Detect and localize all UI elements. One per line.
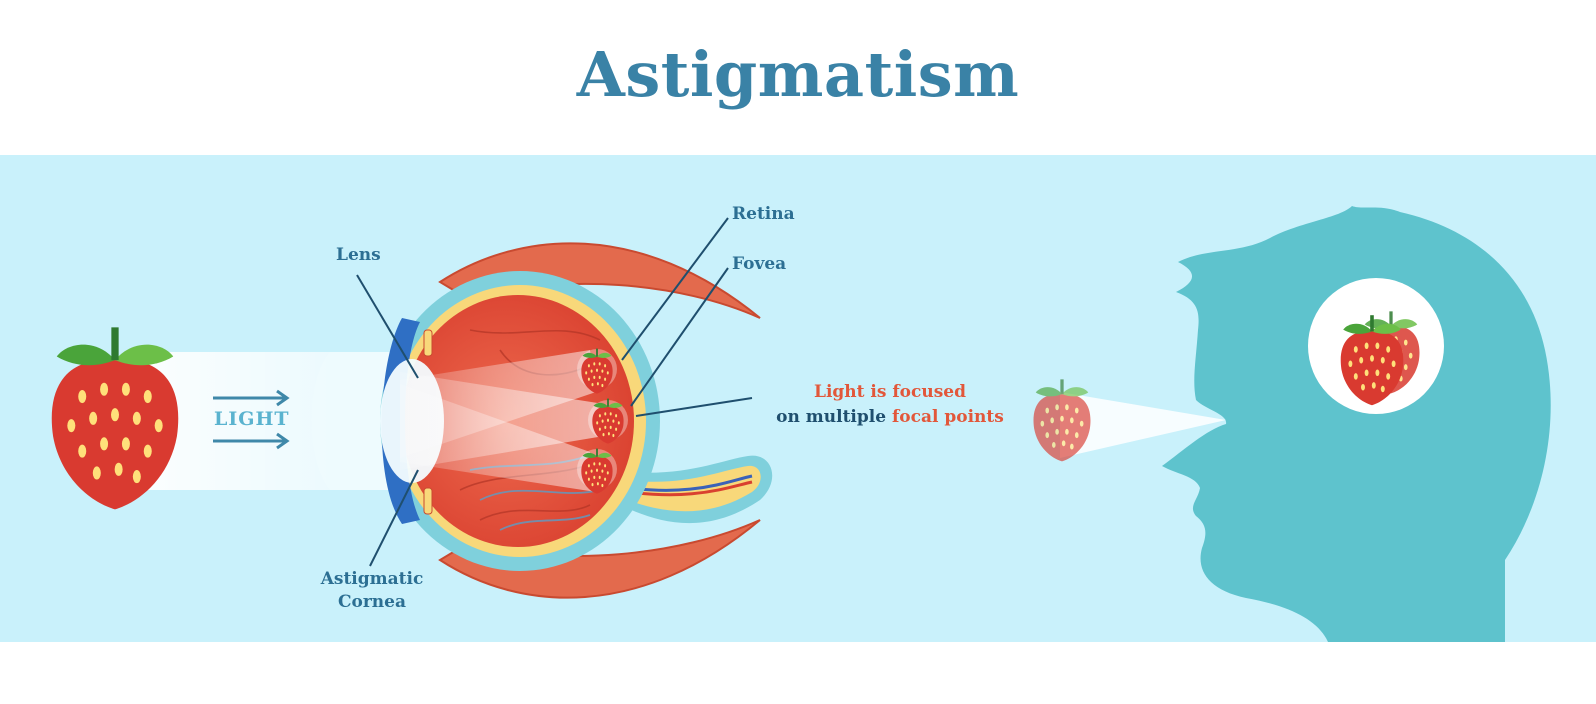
focus-note-line2-part1: on multiple xyxy=(776,407,892,427)
label-retina: Retina xyxy=(732,204,795,224)
focus-note-line1: Light is focused xyxy=(813,382,966,402)
label-lens: Lens xyxy=(336,245,381,265)
label-cornea-line1: Astigmatic xyxy=(320,569,424,589)
label-light: LIGHT xyxy=(214,408,290,430)
page-title: Astigmatism xyxy=(576,38,1020,111)
focal-point-strawberry xyxy=(577,348,628,494)
label-leader-lines xyxy=(356,217,753,567)
focal-points-note: Light is focused on multiple focal point… xyxy=(740,380,1040,430)
label-cornea-line2: Cornea xyxy=(337,592,407,612)
focus-note-line2-part2: focal points xyxy=(891,407,1004,427)
head-silhouette-icon xyxy=(1162,206,1551,642)
label-astigmatic-cornea: Astigmatic Cornea xyxy=(312,568,432,614)
focus-note-line2: on multiple focal points xyxy=(740,405,1040,430)
label-fovea: Fovea xyxy=(732,254,787,274)
focal-light-rays xyxy=(400,350,604,492)
arrow-right-icon xyxy=(213,389,290,450)
vision-cone xyxy=(1033,379,1226,462)
